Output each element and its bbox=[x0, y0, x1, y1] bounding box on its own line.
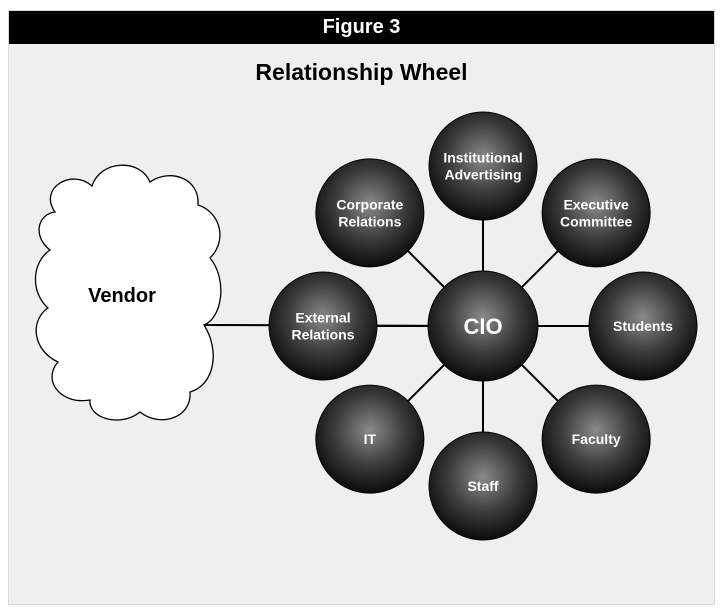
figure-label-bar: Figure 3 bbox=[9, 11, 714, 44]
node-label-institutional-advertising-1: Institutional bbox=[443, 149, 522, 165]
node-ball-students bbox=[588, 271, 698, 381]
node-ball-faculty bbox=[541, 384, 651, 494]
diagram-title: Relationship Wheel bbox=[255, 59, 468, 85]
node-ball-corporate-relations bbox=[315, 158, 425, 268]
node-faculty: Faculty bbox=[541, 384, 651, 494]
node-label-corporate-relations-1: Corporate bbox=[336, 196, 403, 212]
node-it: IT bbox=[315, 384, 425, 494]
node-label-executive-committee-1: Executive bbox=[563, 196, 629, 212]
node-label-students-1: Students bbox=[613, 318, 673, 334]
node-label-executive-committee-2: Committee bbox=[560, 213, 633, 229]
node-group: InstitutionalAdvertisingExecutiveCommitt… bbox=[268, 111, 698, 541]
center-node-label: CIO bbox=[463, 314, 502, 339]
vendor-cloud-shape bbox=[34, 164, 222, 421]
node-label-faculty-1: Faculty bbox=[572, 431, 621, 447]
node-ball-executive-committee bbox=[541, 158, 651, 268]
node-label-corporate-relations-2: Relations bbox=[338, 213, 401, 229]
center-node-cio: CIO bbox=[427, 270, 539, 382]
node-label-external-relations-1: External bbox=[295, 309, 350, 325]
node-ball-staff bbox=[428, 431, 538, 541]
node-ball-external-relations bbox=[268, 271, 378, 381]
node-label-staff-1: Staff bbox=[467, 478, 498, 494]
node-label-it-1: IT bbox=[364, 431, 377, 447]
vendor-label: Vendor bbox=[88, 285, 156, 307]
node-students: Students bbox=[588, 271, 698, 381]
node-staff: Staff bbox=[428, 431, 538, 541]
figure-label: Figure 3 bbox=[322, 16, 401, 38]
node-ball-institutional-advertising bbox=[428, 111, 538, 221]
node-ball-it bbox=[315, 384, 425, 494]
center-node-ball bbox=[427, 270, 539, 382]
node-label-external-relations-2: Relations bbox=[291, 326, 354, 342]
node-label-institutional-advertising-2: Advertising bbox=[444, 166, 521, 182]
